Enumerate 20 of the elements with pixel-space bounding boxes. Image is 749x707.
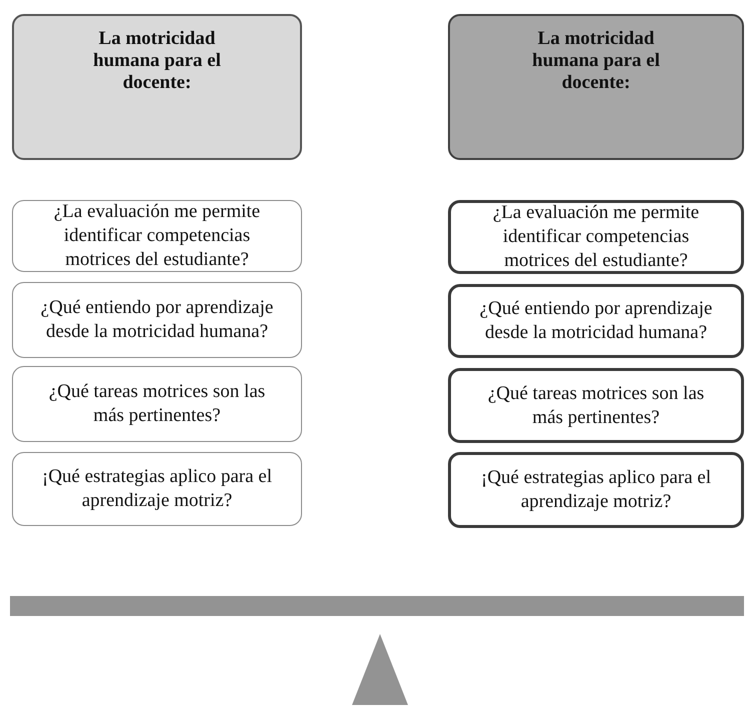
question-box (448, 200, 744, 274)
question-text: ¡Qué estrategias aplico para el aprendizaje motriz? (480, 466, 712, 514)
question-text: ¿Qué tareas motrices son las más pertinentes? (48, 380, 266, 428)
question-text: ¿La evaluación me permite identificar competencias motrices del estudiante? (492, 201, 700, 273)
question-text: ¿Qué tareas motrices son las más pertinentes? (486, 382, 706, 430)
question-text: ¿Qué entiendo por aprendizaje desde la motricidad humana? (40, 296, 274, 344)
question-box (12, 366, 302, 442)
question-box (12, 200, 302, 272)
question-text: ¿La evaluación me permite identificar competencias motrices del estudiante? (52, 200, 262, 272)
question-text: ¡Qué estrategias aplico para el aprendizaje motriz? (41, 465, 273, 513)
question-box (448, 368, 744, 443)
question-box (12, 282, 302, 358)
header-box (448, 14, 744, 160)
header-text: La motricidad humana para el docente: (92, 28, 222, 94)
question-box (12, 452, 302, 526)
question-text: ¿Qué entiendo por aprendizaje desde la motricidad humana? (478, 297, 714, 345)
header-box (12, 14, 302, 160)
header-text: La motricidad humana para el docente: (531, 28, 661, 94)
question-box (448, 452, 744, 528)
question-box (448, 284, 744, 358)
